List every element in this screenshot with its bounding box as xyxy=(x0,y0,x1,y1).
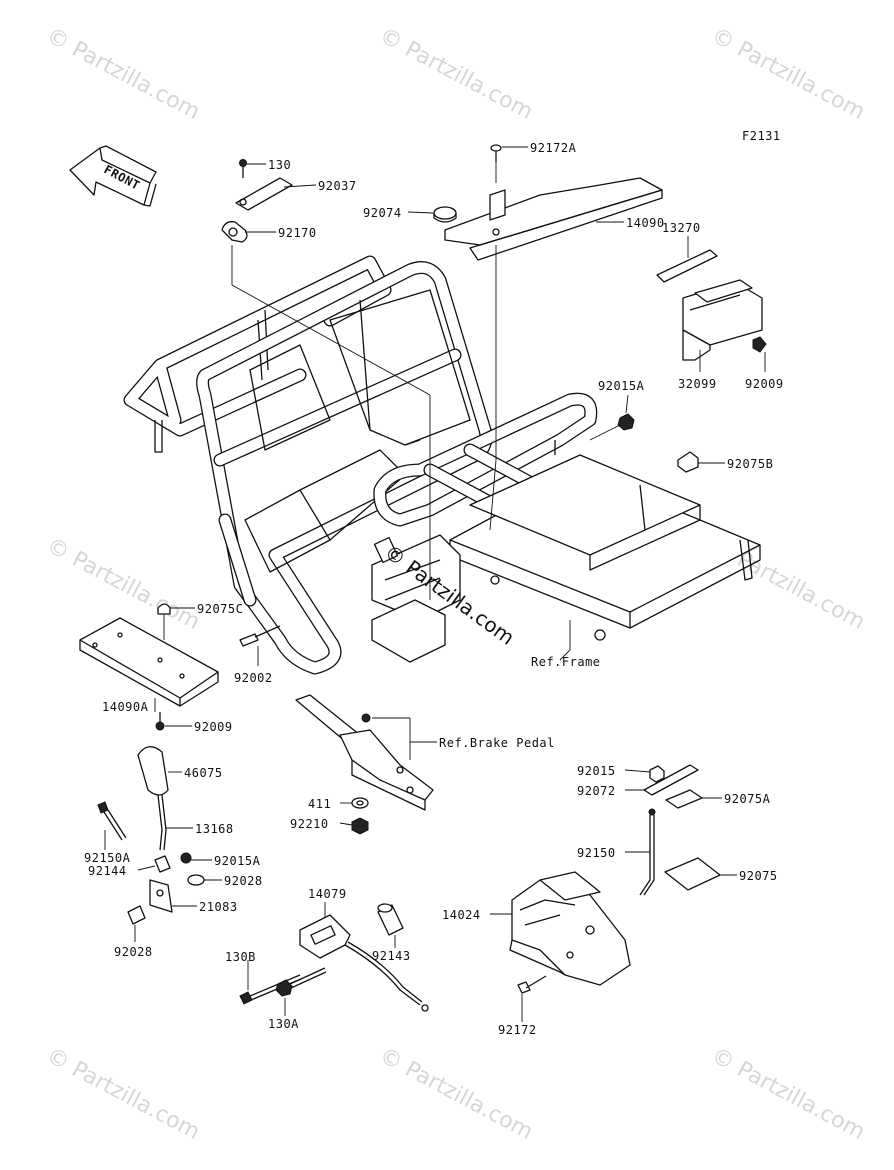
label-92009-b: 92009 xyxy=(194,720,233,734)
label-92172: 92172 xyxy=(498,1023,537,1037)
cap-92075C xyxy=(157,603,171,615)
lever-13168 xyxy=(157,794,167,851)
label-32099: 32099 xyxy=(678,377,717,391)
pad-92075 xyxy=(664,857,721,891)
label-92210: 92210 xyxy=(290,817,329,831)
label-130: 130 xyxy=(268,158,291,172)
plate-92072 xyxy=(643,764,699,796)
label-14090A: 14090A xyxy=(102,700,149,714)
bushing-92143 xyxy=(377,903,404,936)
label-411: 411 xyxy=(308,797,331,811)
label-92075A: 92075A xyxy=(724,792,771,806)
watermark: © Partzilla.com xyxy=(707,1043,869,1145)
nut-92015A-lower xyxy=(180,852,192,864)
cable-14079 xyxy=(299,914,429,1012)
label-92028-b: 92028 xyxy=(114,945,153,959)
label-46075: 46075 xyxy=(184,766,223,780)
label-13270: 13270 xyxy=(662,221,701,235)
pad-92075A xyxy=(665,789,703,809)
front-arrow-icon: FRONT xyxy=(69,145,157,207)
label-21083: 21083 xyxy=(199,900,238,914)
label-130A: 130A xyxy=(268,1017,299,1031)
label-ref-brake-pedal: Ref.Brake Pedal xyxy=(439,736,555,750)
bolt-92172A xyxy=(490,144,502,162)
cap-92074 xyxy=(433,206,457,223)
bolt-92002 xyxy=(239,625,281,647)
cover-14024 xyxy=(509,871,631,986)
label-92015A: 92015A xyxy=(598,379,645,393)
label-92075C: 92075C xyxy=(197,602,243,616)
bolt-92172 xyxy=(517,975,547,994)
label-92002: 92002 xyxy=(234,671,273,685)
knob-46075 xyxy=(137,746,169,796)
cap-92075B xyxy=(677,451,699,473)
watermark: © Partzilla.com xyxy=(42,23,204,125)
label-14090: 14090 xyxy=(626,216,665,230)
label-92075B: 92075B xyxy=(727,457,773,471)
collar-92028-lower xyxy=(127,905,146,925)
cover-14090A xyxy=(79,617,219,707)
bolt-92150A xyxy=(97,801,127,841)
main-frame xyxy=(123,255,761,675)
collar-92028-upper xyxy=(187,874,205,886)
label-13168: 13168 xyxy=(195,822,234,836)
leader-lines xyxy=(104,146,766,1022)
watermark: © Partzilla.com xyxy=(42,1043,204,1145)
watermark: © Partzilla.com xyxy=(375,1043,537,1145)
label-92074: 92074 xyxy=(363,206,402,220)
label-130B: 130B xyxy=(225,950,256,964)
pin-92144 xyxy=(154,855,171,873)
nut-92210 xyxy=(351,817,369,835)
tool-box-32099 xyxy=(682,279,763,361)
bolt-130 xyxy=(239,159,247,178)
bracket-92037 xyxy=(235,177,293,211)
watermark: © Partzilla.com xyxy=(375,23,537,125)
bolt-130B xyxy=(239,974,302,1005)
label-92075: 92075 xyxy=(739,869,778,883)
label-92150A: 92150A xyxy=(84,851,131,865)
label-14079: 14079 xyxy=(308,887,347,901)
label-92170: 92170 xyxy=(278,226,317,240)
label-ref-frame: Ref.Frame xyxy=(531,655,601,669)
label-92015A-lower: 92015A xyxy=(214,854,261,868)
label-92028-a: 92028 xyxy=(224,874,263,888)
part-labels: 130 92037 92170 92172A 92074 14090 13270… xyxy=(84,141,784,1037)
rod-92150 xyxy=(639,808,656,896)
label-92015: 92015 xyxy=(577,764,616,778)
bolt-130A xyxy=(275,967,327,997)
brake-lever-assembly xyxy=(295,694,434,811)
bolt-92009-top xyxy=(752,336,767,353)
label-92009-a: 92009 xyxy=(745,377,784,391)
label-92143: 92143 xyxy=(372,949,411,963)
clamp-92170 xyxy=(221,221,248,243)
bolt-92009-left xyxy=(155,712,165,731)
watermark: © Partzilla.com xyxy=(707,23,869,125)
label-92072: 92072 xyxy=(577,784,616,798)
label-14024: 14024 xyxy=(442,908,481,922)
lever-21083 xyxy=(149,879,173,913)
bracket-13270 xyxy=(656,249,718,283)
label-92172A: 92172A xyxy=(530,141,577,155)
label-92150: 92150 xyxy=(577,846,616,860)
washer-411 xyxy=(351,797,369,809)
cover-14090 xyxy=(444,177,663,261)
nut-92015A xyxy=(617,413,635,431)
figure-code: F2131 xyxy=(742,129,781,143)
label-92037: 92037 xyxy=(318,179,357,193)
nut-92015 xyxy=(649,765,665,783)
label-92144: 92144 xyxy=(88,864,127,878)
